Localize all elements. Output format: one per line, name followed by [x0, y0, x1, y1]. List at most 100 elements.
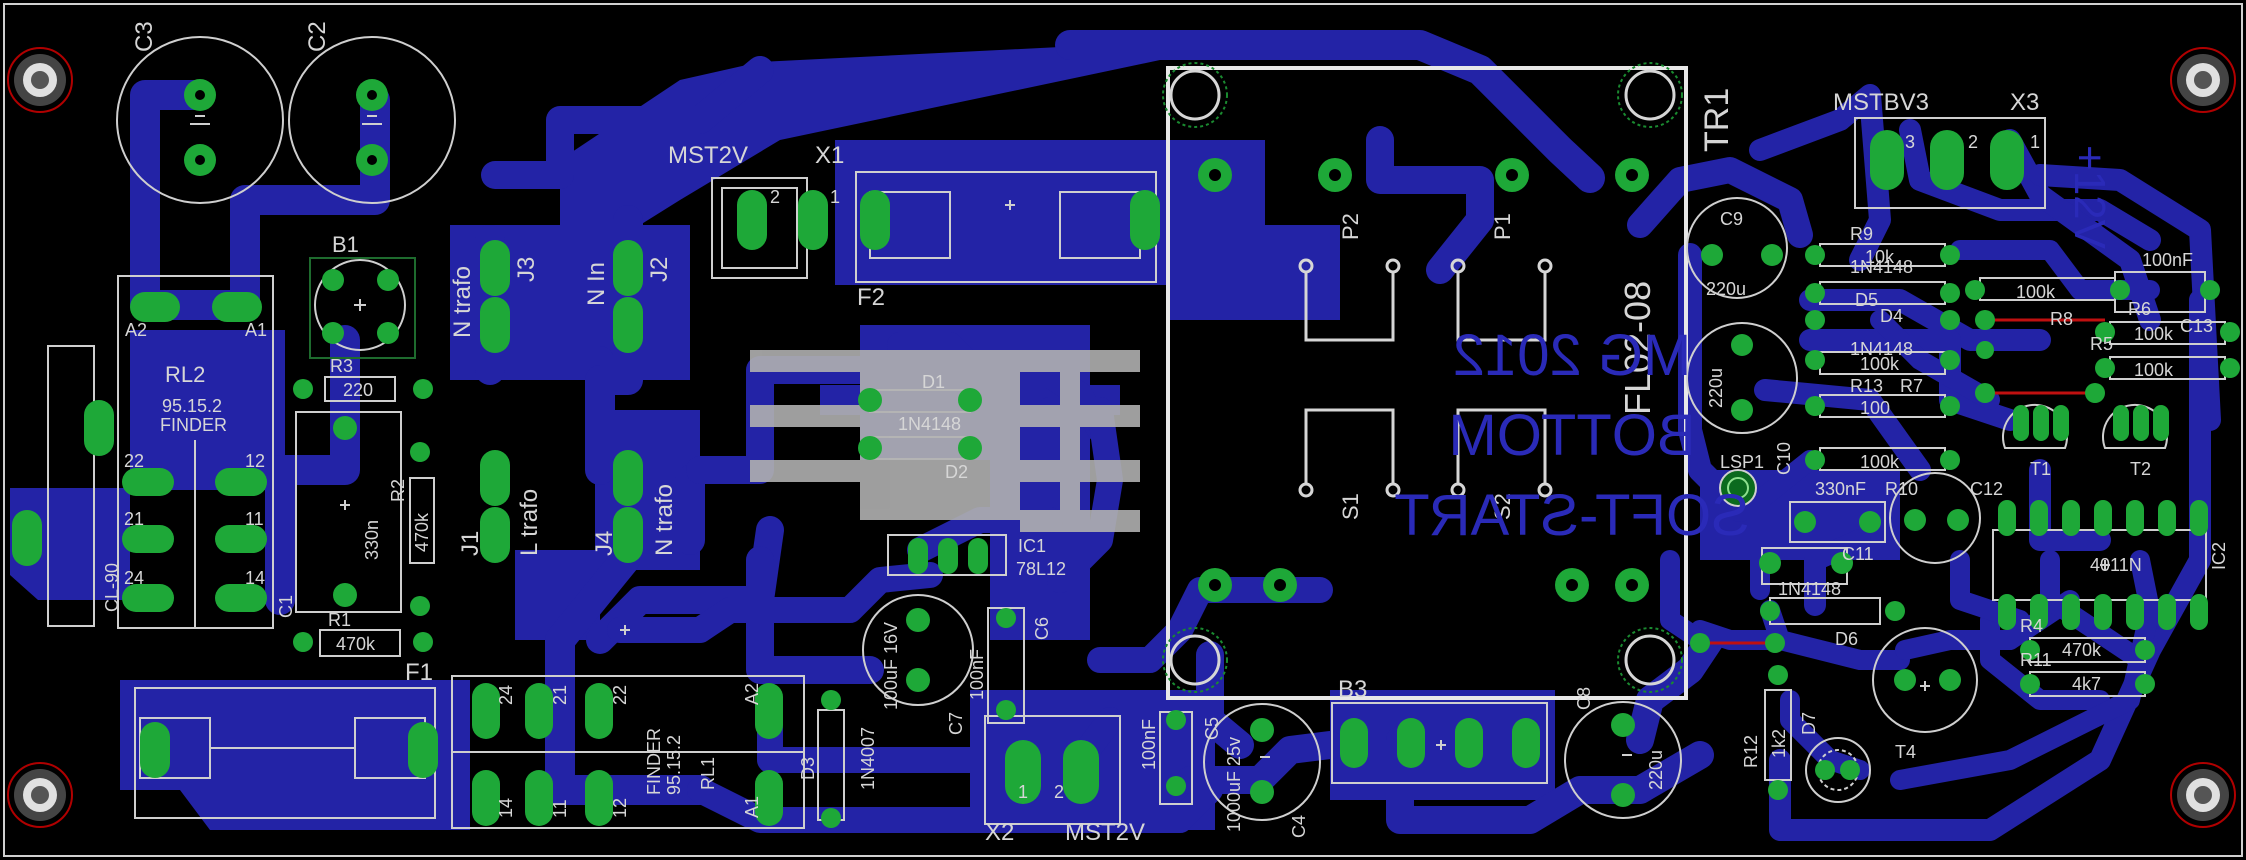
label-c4: C4	[1289, 815, 1309, 838]
label-pin24: 24	[124, 568, 144, 588]
label-rl1-pin24: 24	[496, 685, 516, 705]
label-r13: R13	[1850, 376, 1883, 396]
label-p2: P2	[1338, 213, 1363, 240]
labels: C3 C2 B1 A2 A1 RL2 95.15.2 FINDER 22 12 …	[102, 21, 2229, 846]
label-r-100k-a: 100k	[1860, 354, 1900, 374]
label-c7-val: 100uF 16V	[881, 622, 901, 710]
label-rl2-model: 95.15.2	[162, 396, 222, 416]
label-c4-val: 1000uF 25v	[1224, 737, 1244, 832]
label-x2-pin1: 1	[1018, 782, 1028, 802]
label-j3: J3	[513, 257, 540, 282]
label-ic2: IC2	[2209, 542, 2229, 570]
label-c9-val: 220u	[1706, 279, 1746, 299]
label-a2: A2	[125, 320, 147, 340]
label-cl90: CL-90	[102, 563, 122, 612]
label-c11-val: 330nF	[1815, 479, 1866, 499]
label-mst2v-top: MST2V	[668, 142, 748, 169]
label-r11-val: 4k7	[2072, 674, 2101, 694]
component-symbols	[190, 115, 2110, 758]
label-c5-val: 100nF	[1139, 719, 1159, 770]
label-p1: P1	[1490, 213, 1515, 240]
label-r13-val: 100	[1860, 398, 1890, 418]
label-r-100k-c: 100k	[1860, 452, 1900, 472]
label-rl1-pin22: 22	[610, 685, 630, 705]
label-r12: R12	[1741, 735, 1761, 768]
label-r5: R5	[2090, 334, 2113, 354]
label-r11: R11	[2020, 650, 2052, 670]
label-c3: C3	[131, 21, 158, 52]
label-d1: D1	[922, 372, 945, 392]
label-r5-val: 100k	[2134, 360, 2174, 380]
label-c9: C9	[1720, 209, 1743, 229]
label-d6-val: 1N4148	[1778, 579, 1841, 599]
label-pin12: 12	[245, 451, 265, 471]
label-ic2-val: 4011N	[2090, 555, 2142, 575]
label-r1-val: 470k	[336, 634, 376, 654]
label-c8: C8	[1574, 687, 1594, 710]
label-f2: F2	[857, 284, 885, 311]
label-d1-val: 1N4148	[898, 414, 961, 434]
label-rl2: RL2	[165, 362, 205, 387]
label-j3-text: N trafo	[449, 266, 476, 338]
label-lsp1: LSP1	[1720, 452, 1764, 472]
label-j2-text: N In	[583, 262, 610, 306]
label-d7: D7	[1799, 712, 1819, 735]
label-c13: C13	[2180, 316, 2213, 336]
label-pin22: 22	[124, 451, 144, 471]
label-c8-val: 220u	[1646, 750, 1666, 790]
label-c12: C12	[1970, 479, 2003, 499]
label-pin21: 21	[124, 509, 144, 529]
pads	[12, 62, 2240, 828]
label-r2: R2	[388, 479, 408, 502]
label-x1: X1	[815, 142, 844, 169]
label-c11: C11	[1842, 544, 1874, 564]
label-fl: FL02-08	[1617, 281, 1658, 415]
label-c1-val: 330n	[362, 520, 382, 560]
label-r3: R3	[330, 356, 353, 376]
label-rl1-pin11: 11	[550, 799, 570, 818]
label-c7: C7	[946, 712, 966, 735]
label-rl1-a1: A1	[742, 796, 762, 818]
label-x2: X2	[985, 819, 1014, 846]
label-c6: C6	[1032, 617, 1052, 640]
label-r10: R10	[1885, 479, 1918, 499]
label-ic1: IC1	[1018, 536, 1046, 556]
label-r4-val: 470k	[2062, 640, 2102, 660]
label-s2: S2	[1490, 493, 1515, 520]
label-b1: B1	[332, 232, 359, 257]
label-x3-pin1: 1	[2030, 132, 2040, 152]
heatsink	[750, 350, 1140, 532]
label-r8: R8	[2050, 309, 2073, 329]
label-d4: D4	[1880, 306, 1903, 326]
label-r4: R4	[2020, 616, 2043, 636]
label-c13-val: 100nF	[2142, 250, 2193, 270]
label-x2-pin2: 2	[1054, 782, 1064, 802]
label-tr1: TR1	[1698, 88, 1736, 152]
board-title-line1: MG 2012	[1453, 323, 1692, 388]
label-s1: S1	[1338, 493, 1363, 520]
label-ic1-val: 78L12	[1016, 559, 1066, 579]
label-d4-val: 1N4148	[1850, 339, 1913, 359]
label-x3-pin2: 2	[1968, 132, 1978, 152]
label-12v: +12V	[2065, 145, 2114, 250]
label-r12-val: 1k2	[1769, 729, 1789, 758]
label-d3: D3	[798, 757, 818, 780]
label-x1-pin1: 1	[830, 187, 840, 207]
label-j4-text: N trafo	[651, 484, 678, 556]
label-rl1-brand: FINDER	[644, 728, 664, 795]
label-a1: A1	[245, 320, 267, 340]
silkscreen	[47, 36, 2226, 829]
label-rl1-a2: A2	[742, 683, 762, 705]
label-r7: R7	[1900, 376, 1923, 396]
label-j1: J1	[457, 531, 484, 556]
label-d2: D2	[945, 462, 968, 482]
label-r-100k-b: 100k	[2134, 324, 2174, 344]
label-c5: C5	[1202, 717, 1222, 740]
label-r1: R1	[328, 610, 351, 630]
label-c1: C1	[276, 595, 296, 618]
label-t2: T2	[2130, 459, 2151, 479]
label-b3: B3	[1338, 676, 1367, 703]
label-f1: F1	[405, 659, 433, 686]
label-d5-val: 1N4148	[1850, 257, 1913, 277]
